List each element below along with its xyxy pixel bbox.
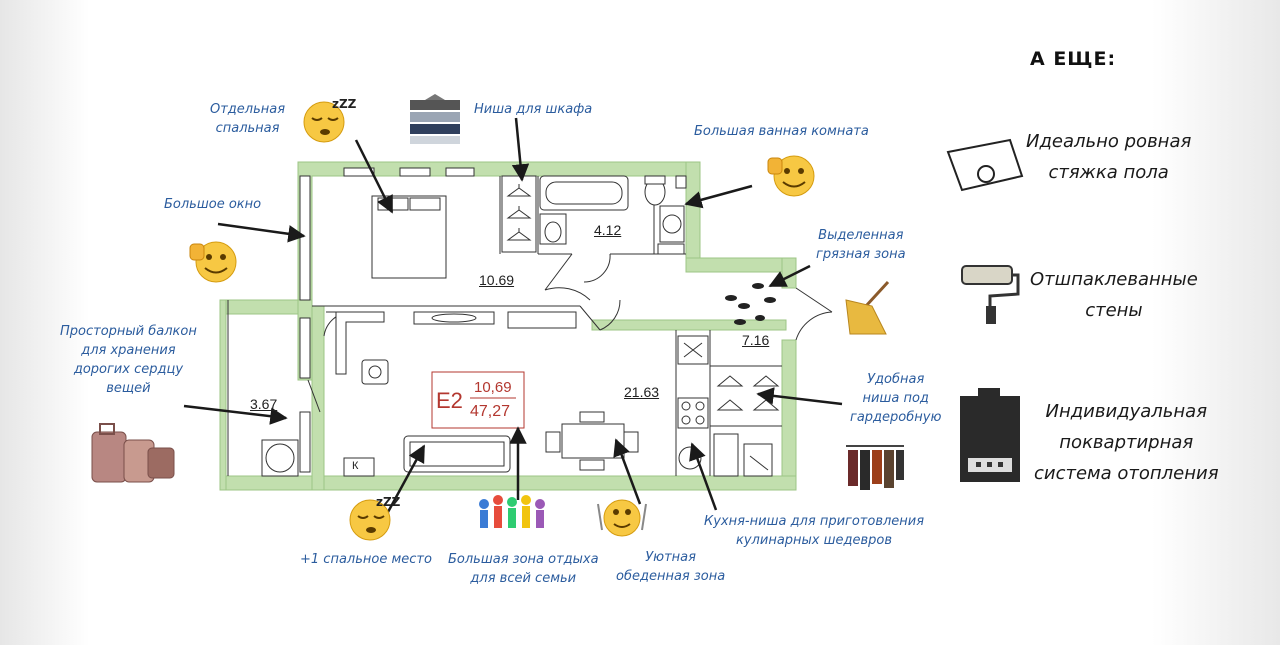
callout-balcony: Просторный балкон для хранения дорогих с… xyxy=(60,324,197,396)
kitchen-mark: К xyxy=(352,460,359,472)
total-area-value: 47,27 xyxy=(470,403,511,420)
living-furniture xyxy=(326,311,577,477)
svg-text:zZZ: zZZ xyxy=(332,97,357,111)
sleepy-emoji-icon: zZZ xyxy=(303,97,357,143)
clothes-rack-icon xyxy=(846,445,904,490)
callout-wardrobe-niche: Удобная ниша под гардеробную xyxy=(850,372,942,425)
footprints-icon xyxy=(725,283,776,325)
living-area-value: 10,69 xyxy=(474,379,512,396)
room-area-balcony: 3.67 xyxy=(250,396,278,412)
floor-roll-icon xyxy=(946,138,1024,192)
callout-rest-zone: Большая зона отдыха для всей семьи xyxy=(448,552,599,586)
hungry-emoji-icon xyxy=(597,499,647,537)
bed xyxy=(371,195,447,279)
paint-roller-icon xyxy=(961,265,1020,324)
callout-dirty-zone: Выделенная грязная зона xyxy=(816,228,906,262)
closet xyxy=(501,175,537,253)
room-area-bathroom: 4.12 xyxy=(594,222,622,238)
room-area-hall: 7.16 xyxy=(742,332,770,348)
sleepy-emoji-icon: zZZ xyxy=(349,495,401,541)
luggage-icon xyxy=(91,423,175,483)
callout-window: Большое окно xyxy=(164,197,262,212)
callout-bedroom: Отдельная спальная xyxy=(210,102,286,136)
broom-icon xyxy=(845,280,890,335)
family-people-icon xyxy=(479,495,545,528)
callout-closet-niche: Ниша для шкафа xyxy=(474,102,593,117)
callout-kitchen-niche: Кухня-ниша для приготовления кулинарных … xyxy=(704,514,925,548)
svg-text:zZZ: zZZ xyxy=(376,495,401,509)
feature-floor-screed: Идеально ровная стяжка пола xyxy=(1026,131,1192,183)
balcony-fixture xyxy=(261,439,299,477)
apartment-type-code: E2 xyxy=(436,388,463,413)
callout-extra-bed: +1 спальное место xyxy=(300,552,432,567)
feature-puttied-walls: Отшпаклеванные стены xyxy=(1030,269,1198,321)
thumbs-up-emoji-icon xyxy=(767,155,815,197)
apartment-badge-frame xyxy=(431,371,525,429)
more-title: А ЕЩЕ: xyxy=(1030,48,1117,70)
room-area-living: 21.63 xyxy=(624,384,660,400)
hall-wardrobe xyxy=(713,375,780,477)
callout-bathroom: Большая ванная комната xyxy=(694,124,869,139)
interior-lines xyxy=(227,176,782,476)
feature-heating-system: Индивидуальная поквартирная система отоп… xyxy=(1034,401,1219,484)
folded-clothes-icon xyxy=(410,94,460,144)
callout-dining-zone: Уютная обеденная зона xyxy=(616,550,726,584)
thumbs-up-emoji-icon xyxy=(189,241,237,283)
bathroom-fixtures xyxy=(539,175,687,255)
boiler-icon xyxy=(960,388,1020,482)
room-area-bedroom: 10.69 xyxy=(479,272,515,288)
doors xyxy=(307,253,833,413)
